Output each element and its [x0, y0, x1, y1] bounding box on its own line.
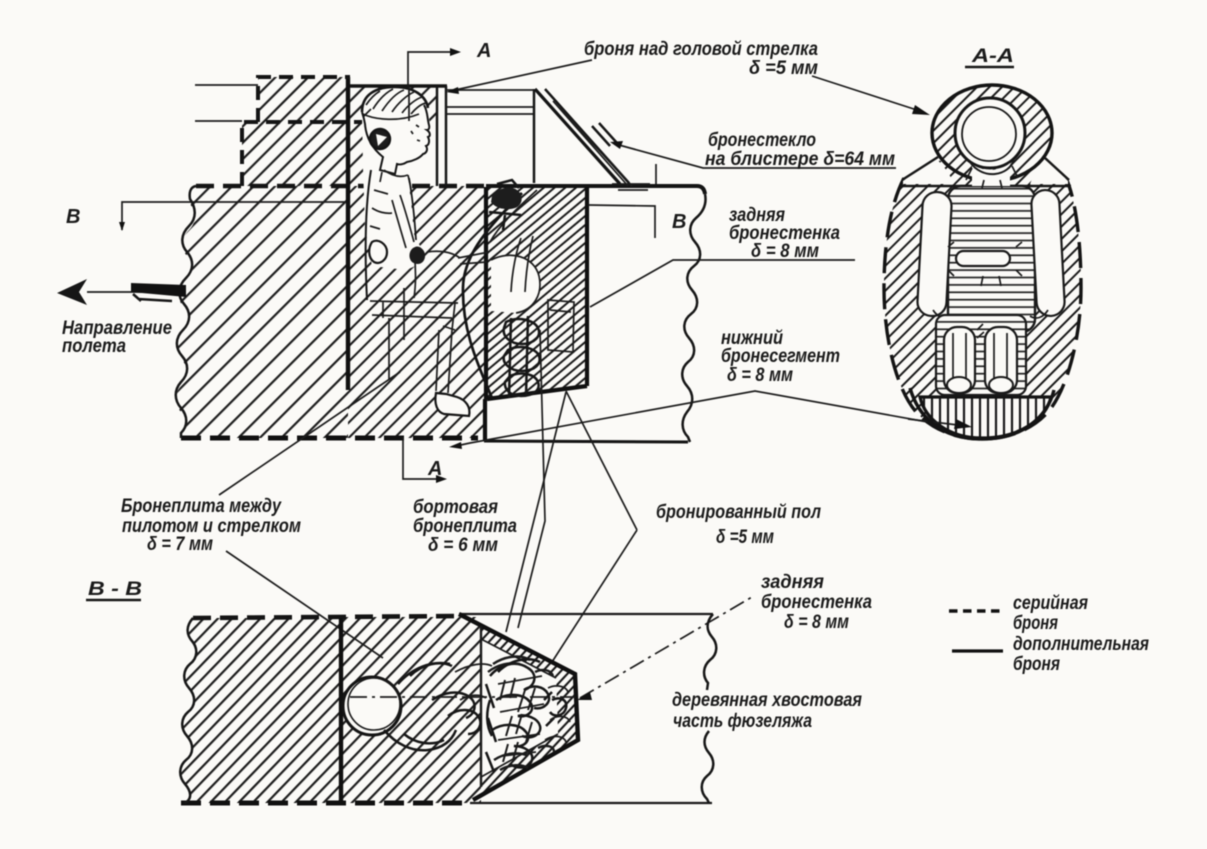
svg-text:бортовая: бортовая: [413, 497, 498, 518]
svg-text:А-А: А-А: [971, 46, 1014, 67]
svg-text:δ = 8 мм: δ = 8 мм: [727, 365, 793, 386]
svg-text:δ = 8 мм: δ = 8 мм: [751, 241, 819, 262]
svg-text:задняя: задняя: [761, 572, 824, 593]
svg-text:броня: броня: [1013, 654, 1060, 675]
svg-text:δ =5 мм: δ =5 мм: [749, 58, 818, 79]
svg-text:на блистере δ=64 мм: на блистере δ=64 мм: [705, 149, 895, 170]
svg-text:δ = 8 мм: δ = 8 мм: [784, 612, 849, 633]
svg-text:бронестенка: бронестенка: [761, 592, 872, 613]
svg-text:бронестекло: бронестекло: [708, 130, 816, 151]
svg-text:В - В: В - В: [88, 579, 142, 600]
svg-text:деревянная хвостовая: деревянная хвостовая: [672, 690, 862, 711]
svg-text:А: А: [476, 40, 491, 62]
svg-text:броня: броня: [1013, 613, 1058, 634]
svg-text:задняя: задняя: [729, 205, 785, 226]
svg-text:δ = 7 мм: δ = 7 мм: [147, 534, 213, 555]
svg-text:бронесегмент: бронесегмент: [721, 346, 840, 367]
svg-text:серийная: серийная: [1013, 593, 1088, 614]
svg-text:дополнительная: дополнительная: [1013, 634, 1149, 655]
svg-text:часть фюзеляжа: часть фюзеляжа: [673, 711, 812, 732]
svg-text:Бронеплита между: Бронеплита между: [121, 496, 282, 517]
svg-text:броня над головой стрелка: броня над головой стрелка: [584, 39, 818, 60]
svg-text:бронеплита: бронеплита: [413, 516, 517, 537]
svg-text:пилотом и стрелком: пилотом и стрелком: [122, 516, 301, 537]
svg-text:бронированный пол: бронированный пол: [656, 502, 821, 523]
svg-text:В: В: [66, 206, 80, 228]
svg-text:Направление: Направление: [62, 318, 172, 339]
svg-text:нижний: нижний: [721, 328, 783, 349]
svg-text:бронестенка: бронестенка: [729, 223, 840, 244]
svg-text:полета: полета: [62, 336, 126, 357]
svg-text:В: В: [672, 211, 686, 233]
svg-text:А: А: [427, 458, 442, 480]
svg-text:δ =5 мм: δ =5 мм: [716, 527, 774, 548]
svg-text:δ = 6 мм: δ = 6 мм: [428, 535, 498, 556]
